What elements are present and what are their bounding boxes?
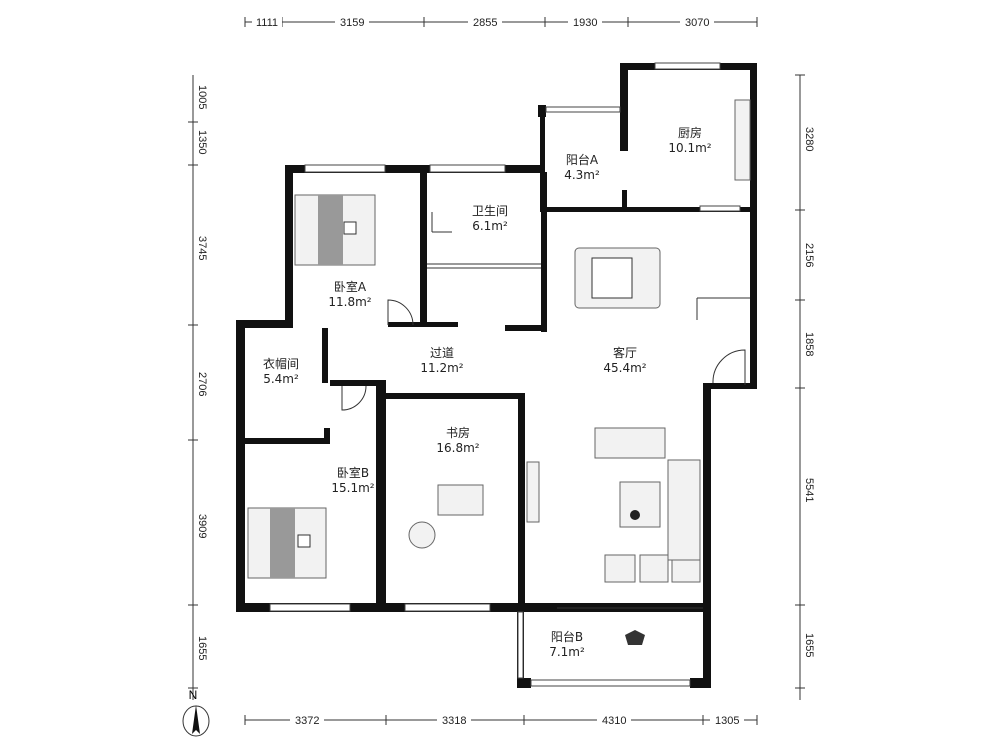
dim-top-5: 3070 — [685, 17, 709, 29]
windows — [269, 62, 750, 687]
bottom-dimensions: 3372 3318 4310 1305 — [290, 713, 744, 727]
top-dimensions: 1111 3159 2855 1930 3070 — [252, 15, 714, 29]
dim-top-2: 3159 — [340, 17, 364, 29]
dim-right-1: 3280 — [803, 127, 815, 151]
furniture — [247, 99, 751, 645]
room-balcony-b-name: 阳台B — [551, 629, 583, 644]
room-living-area: 45.4m² — [603, 361, 646, 375]
room-bathroom-area: 6.1m² — [472, 219, 508, 233]
doors — [341, 212, 746, 411]
walls — [236, 63, 757, 688]
dim-top-4: 1930 — [573, 17, 597, 29]
room-kitchen-area: 10.1m² — [668, 141, 711, 155]
room-balcony-a-area: 4.3m² — [564, 168, 600, 182]
dim-left-4: 2706 — [196, 372, 208, 396]
room-closet-name: 衣帽间 — [263, 356, 299, 371]
dim-bottom-1: 3372 — [295, 715, 319, 727]
room-closet-area: 5.4m² — [263, 372, 299, 386]
dim-left-1: 1005 — [196, 85, 208, 109]
dim-right-3: 1858 — [803, 332, 815, 356]
room-living-name: 客厅 — [613, 345, 637, 360]
dim-left-5: 3909 — [196, 514, 208, 538]
room-labels: 厨房 10.1m² 阳台A 4.3m² 卫生间 6.1m² 卧室A 11.8m²… — [263, 125, 712, 659]
room-study-area: 16.8m² — [436, 441, 479, 455]
dim-top-3: 2855 — [473, 17, 497, 29]
room-bedroom-a-area: 11.8m² — [328, 295, 371, 309]
dim-left-2: 1350 — [196, 130, 208, 154]
left-dimensions: 1005 1350 3745 2706 3909 1655 — [196, 83, 210, 664]
dim-top-1: 1111 — [256, 17, 278, 29]
room-bathroom-name: 卫生间 — [472, 204, 508, 218]
compass-north-label: N — [189, 688, 198, 702]
dim-right-4: 5541 — [803, 478, 815, 502]
room-balcony-a-name: 阳台A — [566, 152, 599, 167]
dimension-lines — [188, 17, 805, 725]
dim-bottom-3: 4310 — [602, 715, 626, 727]
dim-right-5: 1655 — [803, 633, 815, 657]
room-kitchen-name: 厨房 — [678, 125, 702, 140]
room-bedroom-b-area: 15.1m² — [331, 481, 374, 495]
dim-bottom-4: 1305 — [715, 715, 739, 727]
room-study-name: 书房 — [446, 425, 470, 440]
dim-right-2: 2156 — [803, 243, 815, 267]
compass-icon: N — [182, 688, 210, 737]
room-bedroom-b-name: 卧室B — [337, 465, 369, 480]
room-bedroom-a-name: 卧室A — [334, 279, 367, 294]
room-balcony-b-area: 7.1m² — [549, 645, 585, 659]
dim-bottom-2: 3318 — [442, 715, 466, 727]
right-dimensions: 3280 2156 1858 5541 1655 — [803, 125, 817, 661]
room-corridor-name: 过道 — [430, 346, 454, 360]
dim-left-6: 1655 — [196, 636, 208, 660]
room-corridor-area: 11.2m² — [420, 361, 463, 375]
dim-left-3: 3745 — [196, 236, 208, 260]
